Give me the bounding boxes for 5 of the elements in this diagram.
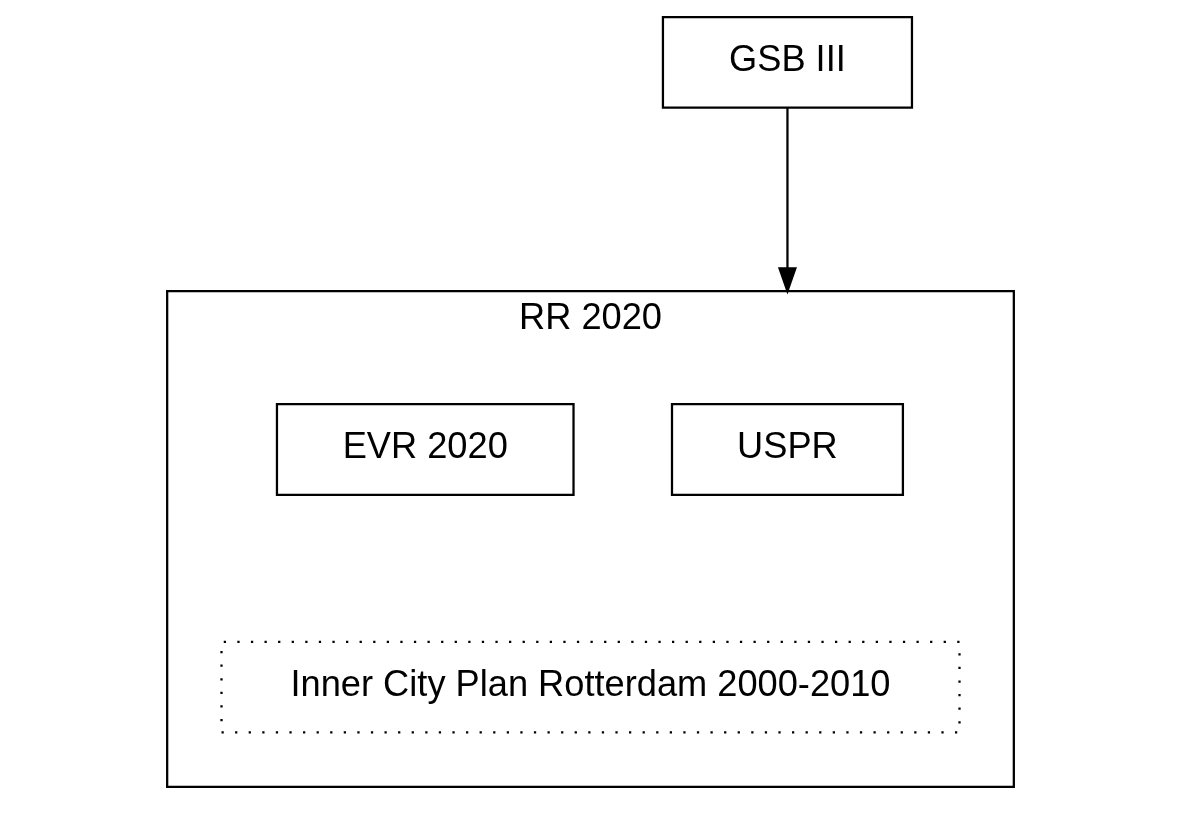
node-box: GSB III bbox=[661, 15, 913, 109]
node-box: EVR 2020 bbox=[275, 403, 575, 496]
node-box: USPR bbox=[670, 403, 904, 496]
arrow bbox=[777, 107, 797, 295]
node-box: Inner City Plan Rotterdam 2000-2010 bbox=[219, 640, 961, 734]
